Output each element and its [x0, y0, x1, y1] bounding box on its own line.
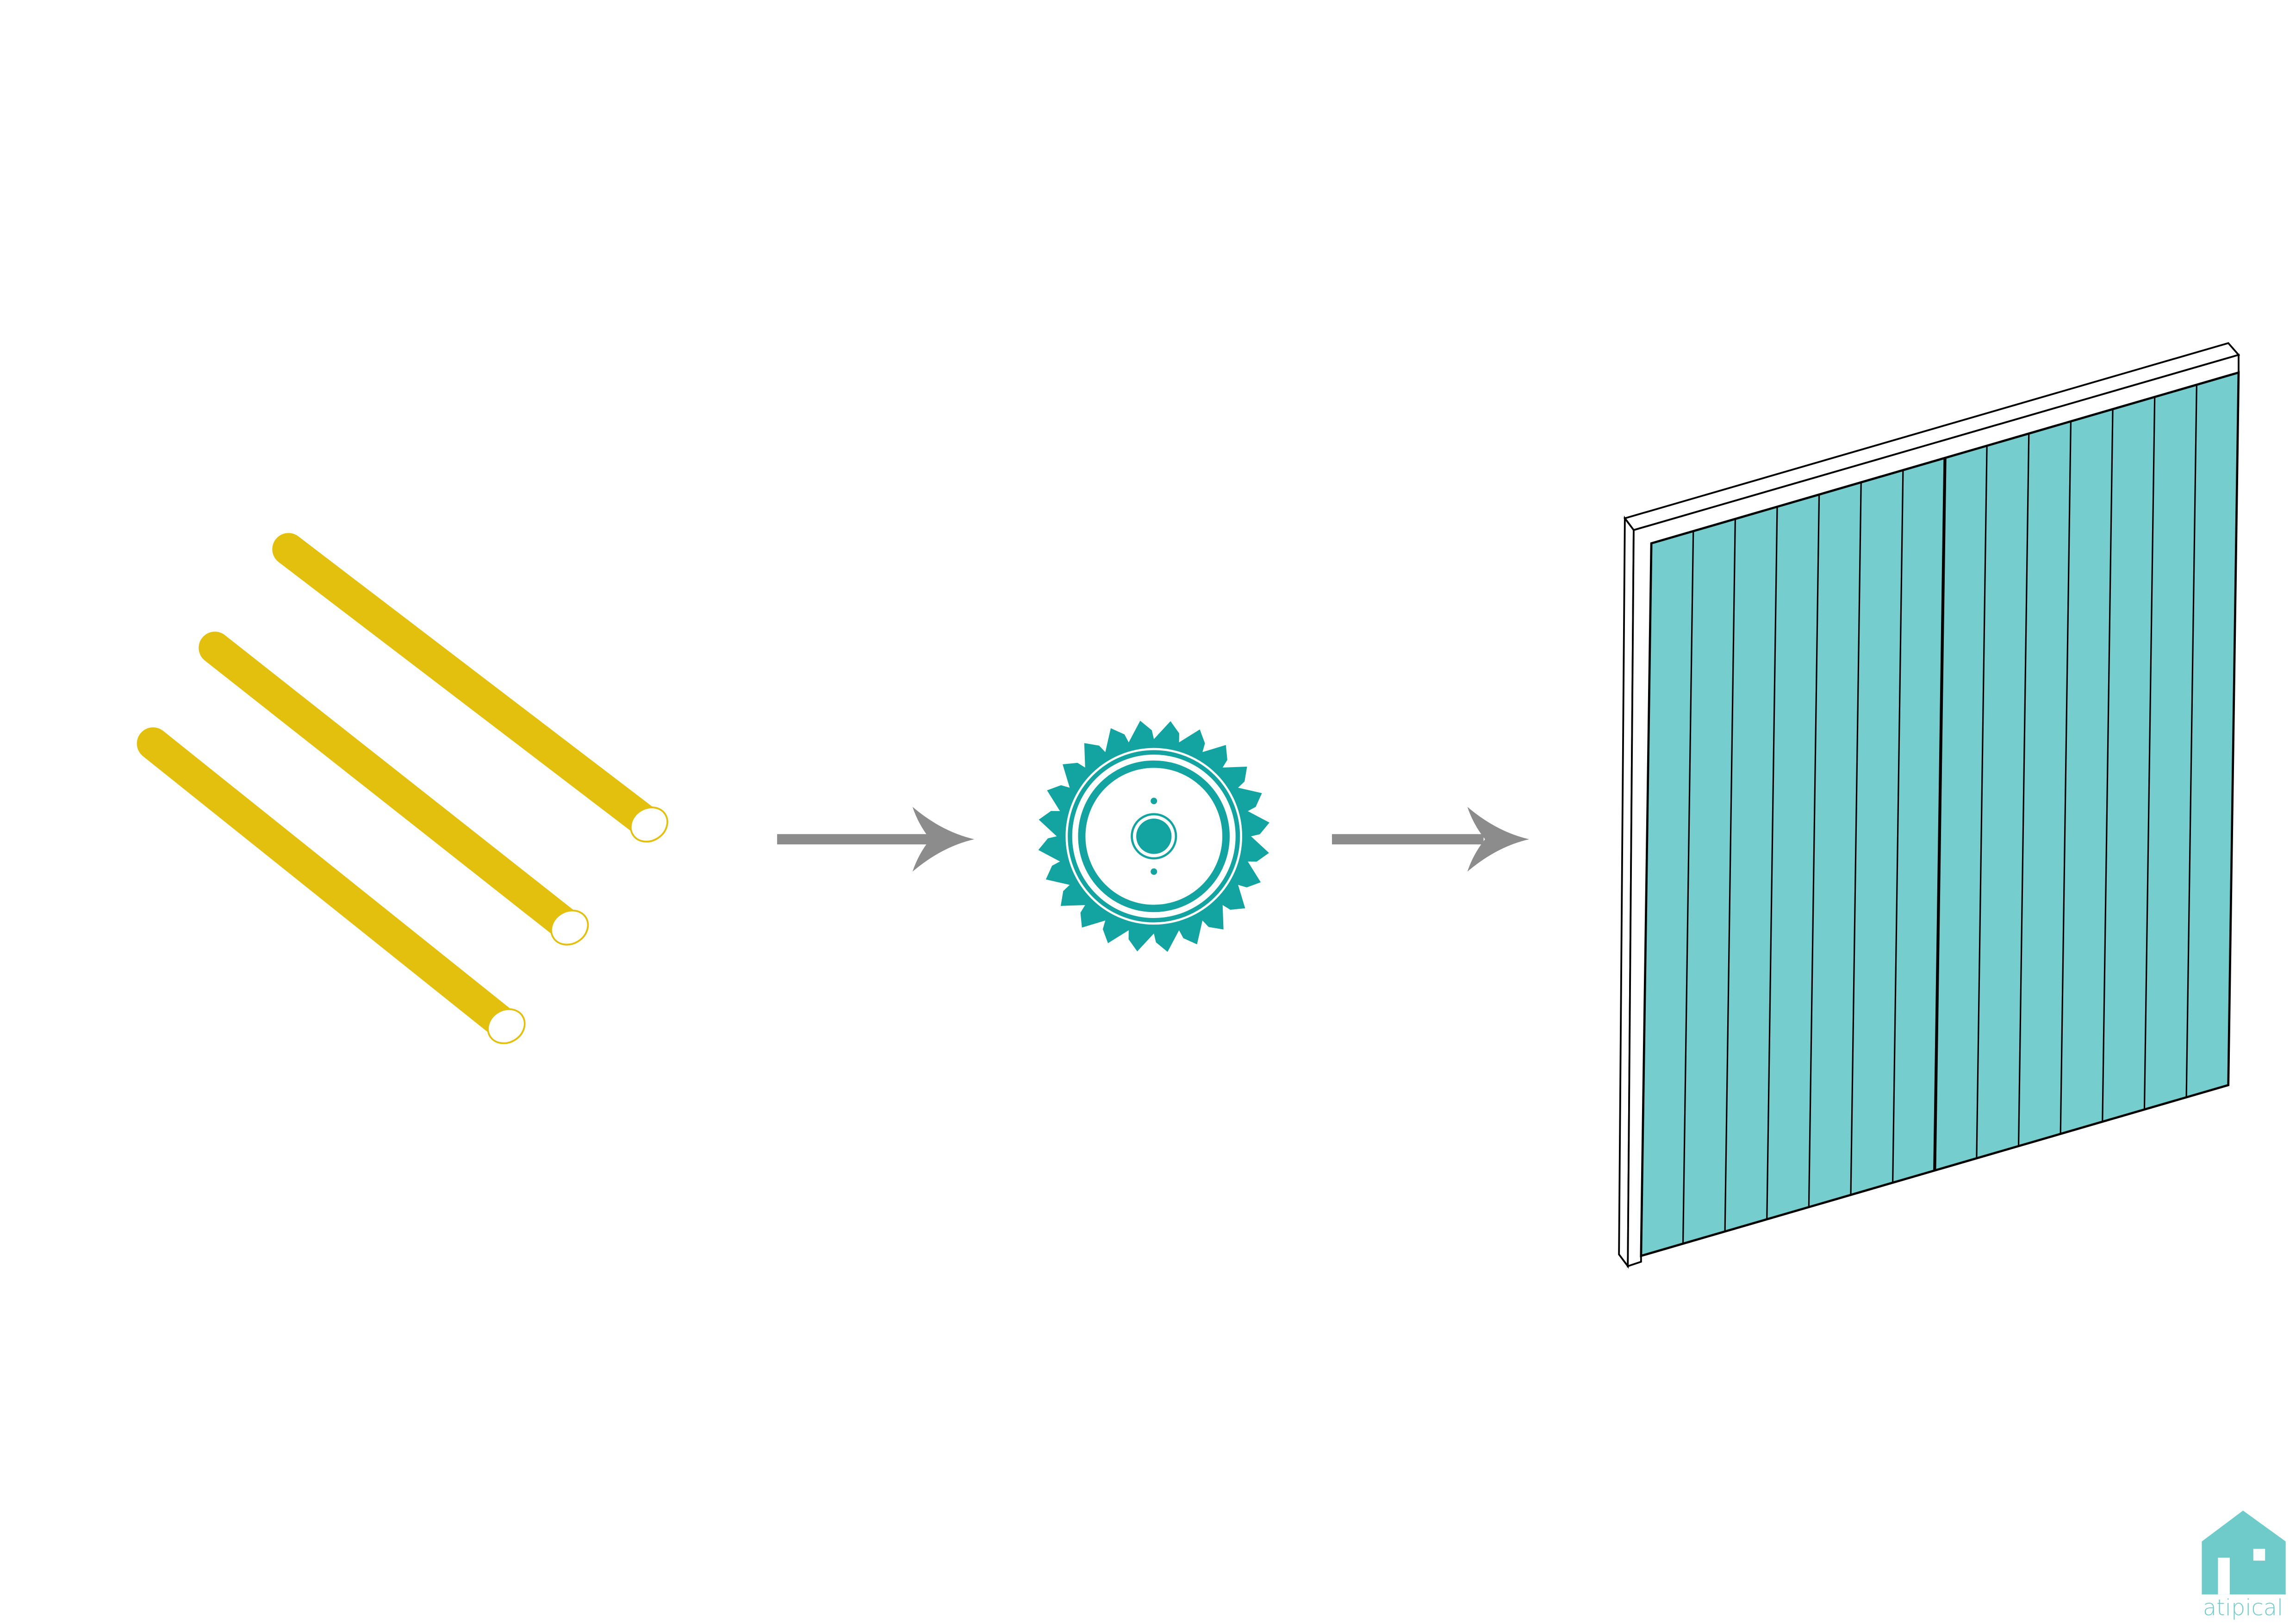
log	[137, 727, 526, 1044]
board-seam	[2102, 409, 2114, 1122]
atipical-logo: atipical	[2202, 1510, 2286, 1621]
board-seam	[1682, 531, 1694, 1244]
arrow-icon	[777, 806, 975, 872]
board-seam	[2185, 385, 2197, 1098]
log	[272, 533, 668, 843]
arrow-icon	[1332, 806, 1530, 872]
board-seam	[1808, 494, 1820, 1207]
board-seam	[2017, 433, 2030, 1146]
board-seam	[2143, 397, 2156, 1110]
log	[199, 631, 589, 946]
board-seam	[1976, 445, 1988, 1159]
board-seam	[1892, 470, 1904, 1183]
panel-boards	[1682, 385, 2197, 1244]
board-seam	[1766, 506, 1778, 1219]
board-seam	[1933, 458, 1947, 1171]
logs-icon	[137, 533, 668, 1044]
board-seam	[1724, 518, 1736, 1232]
circular-saw-icon	[1038, 720, 1269, 952]
wood-panel-icon	[1618, 342, 2240, 1269]
board-seam	[2060, 421, 2072, 1134]
logo-text: atipical	[2203, 1595, 2283, 1621]
board-seam	[1850, 482, 1862, 1195]
